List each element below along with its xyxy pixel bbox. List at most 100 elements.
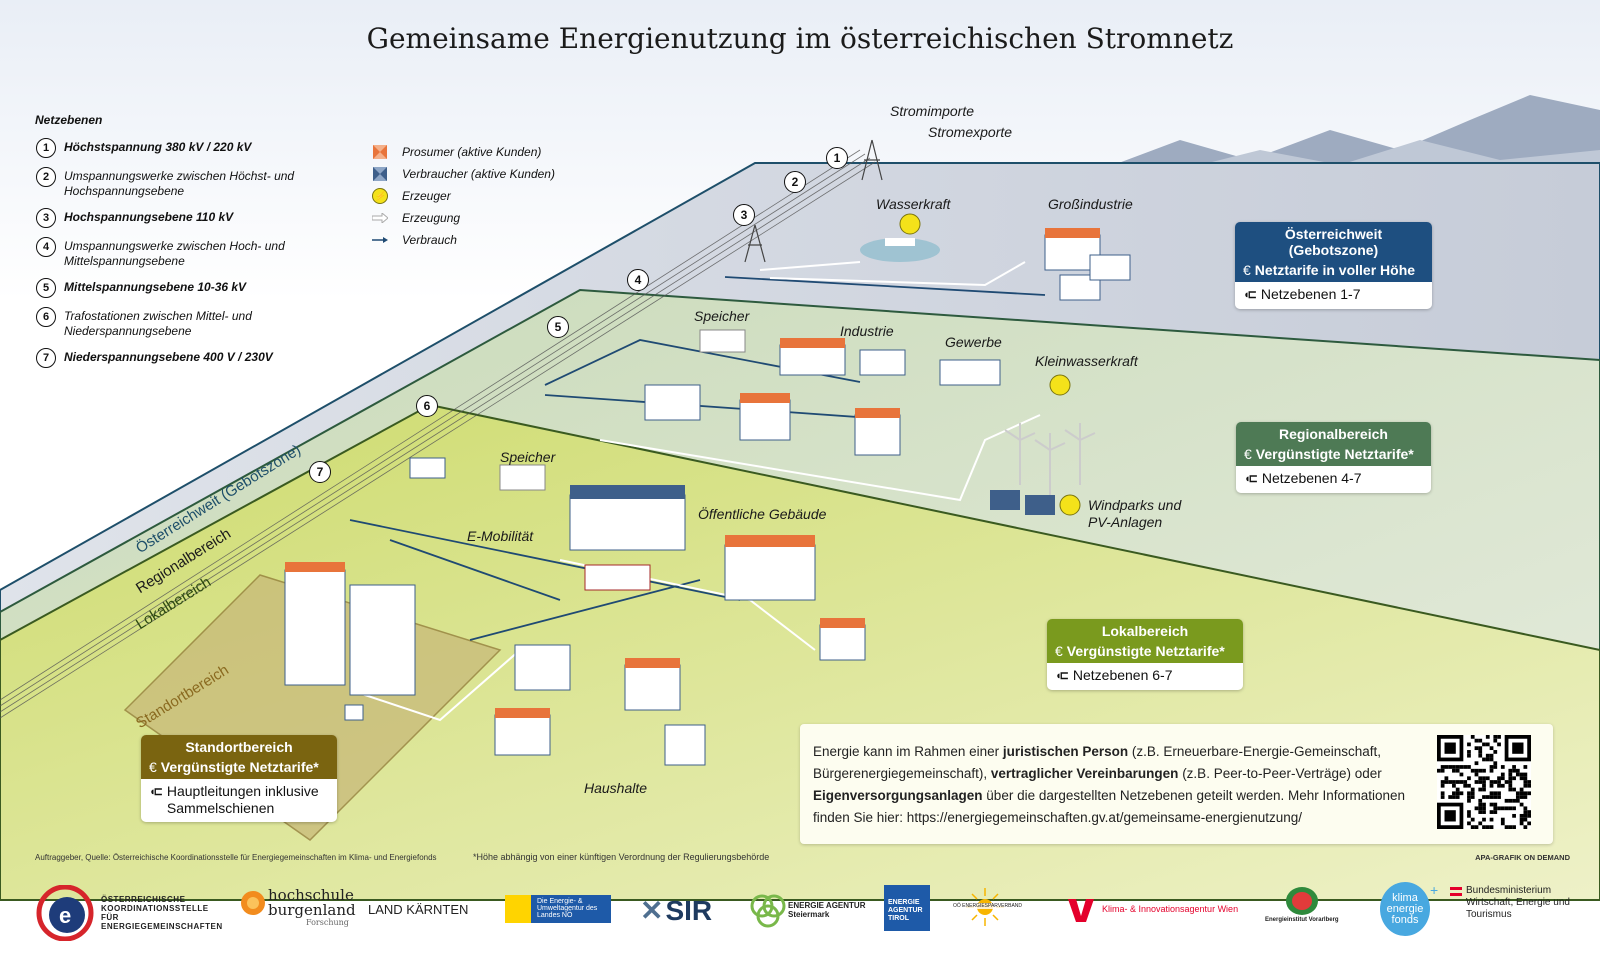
grid-level-1: 1 Höchstspannung 380 kV / 220 kV <box>36 138 296 158</box>
label-emobilitaet: E-Mobilität <box>467 528 534 544</box>
legend-label: Erzeuger <box>402 189 451 203</box>
logo-bmwet: Bundesministerium Wirtschaft, Energie un… <box>1450 885 1576 921</box>
box-levels: ◖⊏Netzebenen 6-7 <box>1047 663 1243 690</box>
box-standort: Standortbereich €Vergünstigte Netztarife… <box>141 735 337 822</box>
page-title: Gemeinsame Energienutzung im österreichi… <box>366 22 1234 55</box>
euro-icon: € <box>1244 446 1252 462</box>
levels-text: Netzebenen 4-7 <box>1261 470 1362 486</box>
marker-level-6: 6 <box>416 395 438 417</box>
levels-text: Netzebenen 6-7 <box>1072 667 1173 683</box>
tariff-text: Vergünstigte Netztarife* <box>1066 643 1225 659</box>
label-windparks: Windparks und PV-Anlagen <box>1088 497 1182 530</box>
level-text: Niederspannungsebene 400 V / 230V <box>64 350 273 364</box>
levels-text: Hauptleitungen inklusive Sammelschienen <box>166 783 319 816</box>
plug-icon: ◖⊏ <box>1243 289 1257 301</box>
footer-credit: APA-GRAFIK ON DEMAND <box>1475 853 1570 862</box>
label-exports: Stromexporte <box>928 124 1013 140</box>
footer-source: Auftraggeber, Quelle: Österreichische Ko… <box>35 853 437 862</box>
box-title: Regionalbereich <box>1236 422 1431 444</box>
box-title: Standortbereich <box>141 735 337 757</box>
legend-generation: Erzeugung <box>372 207 555 229</box>
level-number: 5 <box>36 278 56 298</box>
footer-note: *Höhe abhängig von einer künftigen Veror… <box>473 852 770 862</box>
box-tariff: €Netztarife in voller Höhe <box>1235 260 1432 282</box>
levels-text: Netzebenen 1-7 <box>1260 286 1361 302</box>
box-tariff: €Vergünstigte Netztarife* <box>1236 444 1431 466</box>
marker-level-7: 7 <box>309 461 331 483</box>
prosumer-icon <box>372 145 388 159</box>
level-text: Mittelspannungsebene 10-36 kV <box>64 280 247 294</box>
info-panel: Energie kann im Rahmen einer juristische… <box>800 724 1553 844</box>
tariff-text: Vergünstigte Netztarife* <box>1255 446 1414 462</box>
box-title: Österreichweit (Gebotszone) <box>1235 222 1432 260</box>
box-lokal: Lokalbereich €Vergünstigte Netztarife* ◖… <box>1047 619 1243 690</box>
box-levels: ◖⊏Hauptleitungen inklusive Sammelschiene… <box>141 779 337 822</box>
euro-icon: € <box>1055 643 1063 659</box>
label-kleinwasserkraft: Kleinwasserkraft <box>1035 353 1138 369</box>
grid-levels-heading: Netzebenen <box>35 113 103 127</box>
level-number: 2 <box>36 167 56 187</box>
label-haushalte: Haushalte <box>584 780 648 796</box>
marker-level-5: 5 <box>547 316 569 338</box>
label-oeffentliche-gebaeude: Öffentliche Gebäude <box>698 506 827 522</box>
box-regional: Regionalbereich €Vergünstigte Netztarife… <box>1236 422 1431 493</box>
legend-label: Prosumer (aktive Kunden) <box>402 145 542 159</box>
logo-klima-energiefonds: klima energie fonds+ <box>1380 882 1438 936</box>
consumer-icon <box>372 167 388 181</box>
level-number: 4 <box>36 237 56 257</box>
generator-bolt-icon: ⚡ <box>372 188 388 204</box>
legend-generator: ⚡ Erzeuger <box>372 185 555 207</box>
legend-prosumer: Prosumer (aktive Kunden) <box>372 141 555 163</box>
logo-oe-energiesparverband: OÖ ENERGIESPARVERBAND <box>953 886 1023 928</box>
marker-level-4: 4 <box>627 269 649 291</box>
level-number: 1 <box>36 138 56 158</box>
qr-code[interactable] <box>1437 735 1531 829</box>
consumption-arrow-icon <box>372 233 388 247</box>
box-tariff: €Vergünstigte Netztarife* <box>141 757 337 779</box>
svg-text:e: e <box>59 903 71 928</box>
generator-bolts <box>899 213 1081 516</box>
legend-consumer: Verbraucher (aktive Kunden) <box>372 163 555 185</box>
legend-label: Erzeugung <box>402 211 461 225</box>
logo-klima-innovationsagentur-wien: Klima- & Innovationsagentur Wien <box>1066 894 1238 924</box>
plug-icon: ◖⊏ <box>149 786 163 798</box>
legend-label: Verbraucher (aktive Kunden) <box>402 167 555 181</box>
logo-koordinationsstelle: e ÖSTERREICHISCHE KOORDINATIONSSTELLE FÜ… <box>35 885 222 941</box>
label-grossindustrie: Großindustrie <box>1048 196 1133 212</box>
logo-energieagentur-tirol: ENERGIE AGENTUR TIROL <box>884 885 930 931</box>
label-gewerbe: Gewerbe <box>945 334 1002 350</box>
box-austria: Österreichweit (Gebotszone) €Netztarife … <box>1235 222 1432 309</box>
marker-level-2: 2 <box>784 171 806 193</box>
logo-sir: ✕SIR <box>640 894 713 927</box>
label-industrie: Industrie <box>840 323 894 339</box>
box-levels: ◖⊏Netzebenen 4-7 <box>1236 466 1431 493</box>
legend-label: Verbrauch <box>402 233 457 247</box>
label-speicher-lokal: Speicher <box>500 449 556 465</box>
marker-level-1: 1 <box>826 147 848 169</box>
generation-arrow-icon <box>372 211 388 225</box>
plug-icon: ◖⊏ <box>1055 670 1069 682</box>
level-number: 6 <box>36 307 56 327</box>
euro-icon: € <box>149 759 157 775</box>
tariff-text: Vergünstigte Netztarife* <box>160 759 319 775</box>
logo-enu: Die Energie- & Umweltagentur des Landes … <box>505 895 611 923</box>
level-text: Höchstspannung 380 kV / 220 kV <box>64 140 252 154</box>
label-imports: Stromimporte <box>890 103 975 119</box>
euro-icon: € <box>1243 262 1251 278</box>
logo-land-kaernten: LAND KÄRNTEN <box>368 902 469 917</box>
box-title: Lokalbereich <box>1047 619 1243 641</box>
label-speicher-regional: Speicher <box>694 308 750 324</box>
logo-energieinstitut-vorarlberg: Energieinstitut Vorarlberg <box>1265 885 1339 923</box>
level-text: Hochspannungsebene 110 kV <box>64 210 234 224</box>
plug-icon: ◖⊏ <box>1244 473 1258 485</box>
wind-turbines <box>1004 423 1096 495</box>
label-wasserkraft: Wasserkraft <box>876 196 951 212</box>
symbol-legend: Prosumer (aktive Kunden) Verbraucher (ak… <box>372 141 555 251</box>
box-tariff: €Vergünstigte Netztarife* <box>1047 641 1243 663</box>
legend-consumption: Verbrauch <box>372 229 555 251</box>
